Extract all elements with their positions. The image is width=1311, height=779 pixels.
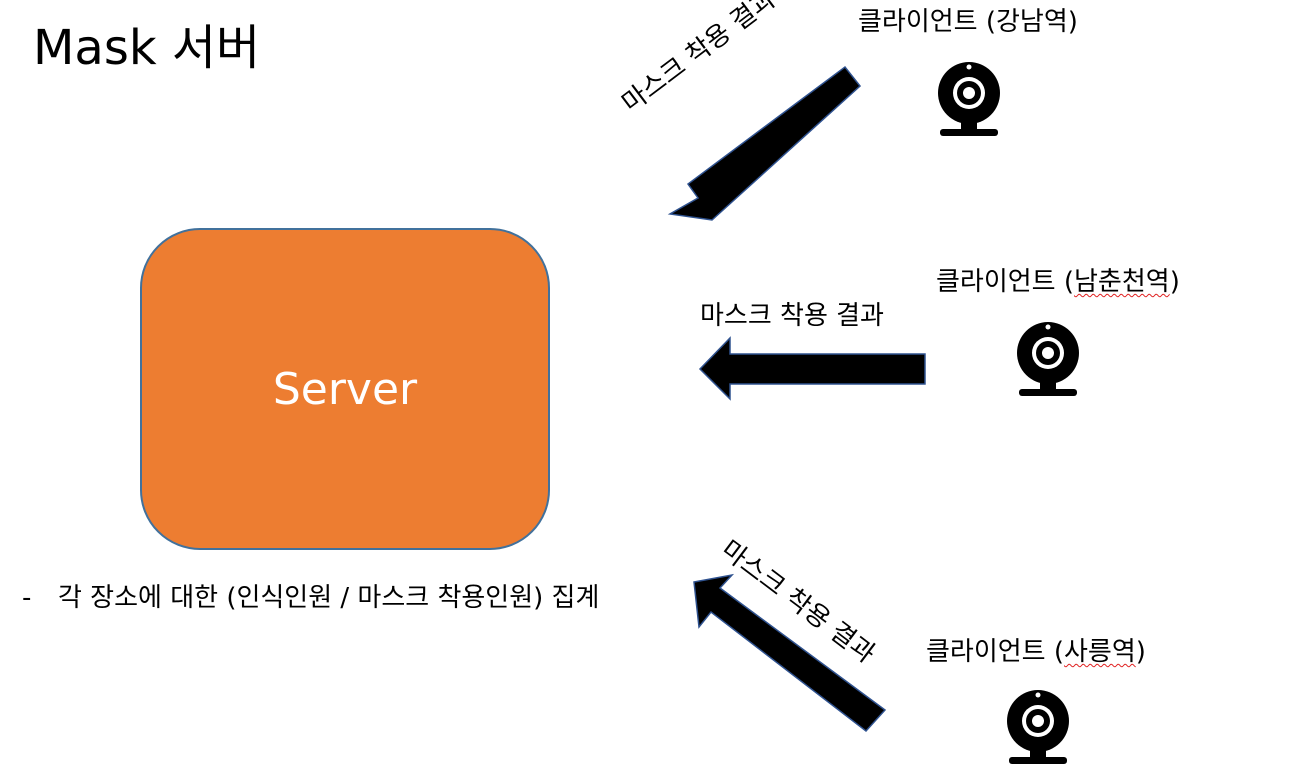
arrow-bottom [693, 573, 887, 733]
arrow-top [667, 65, 862, 221]
client-label-sareung: 클라이언트 (사릉역) [926, 637, 1146, 667]
page-title: Mask 서버 [33, 20, 261, 76]
aggregation-note: -각 장소에 대한 (인식인원 / 마스크 착용인원) 집계 [22, 582, 599, 614]
client-label-gangnam: 클라이언트 (강남역) [858, 7, 1078, 37]
webcam-icon [1017, 322, 1079, 396]
arrow-label-middle: 마스크 착용 결과 [700, 301, 884, 331]
bullet-dash: - [22, 583, 32, 613]
client-label-namchuncheon: 클라이언트 (남춘천역) [936, 267, 1180, 297]
server-box: Server [140, 228, 550, 550]
webcam-icon [1007, 690, 1069, 764]
arrow-middle [698, 336, 926, 401]
server-label: Server [272, 364, 418, 415]
note-text: 각 장소에 대한 (인식인원 / 마스크 착용인원) 집계 [58, 583, 600, 613]
webcam-icon [938, 62, 1000, 136]
